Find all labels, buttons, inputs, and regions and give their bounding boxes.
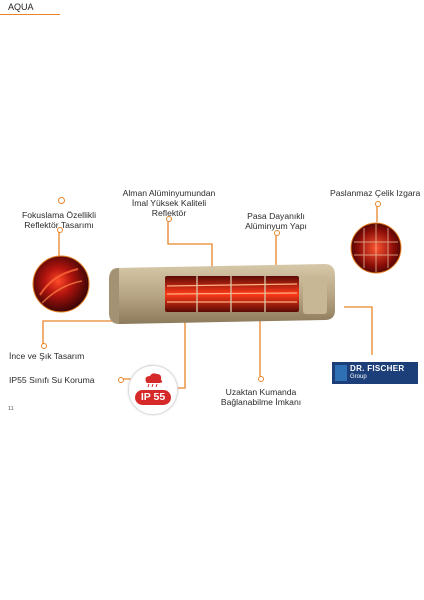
callout-aluminum: Alman Alüminyumundan İmal Yüksek Kalitel… [122, 188, 216, 218]
callout-focus-dot [57, 227, 63, 233]
callout-steel-dot [375, 201, 381, 207]
brand-sub: Group [350, 374, 367, 380]
brand-logo: DR. FISCHER Group [332, 362, 418, 384]
callout-rustproof-dot [274, 230, 280, 236]
callout-ip-dot [118, 377, 124, 383]
ip55-badge: IP 55 [128, 365, 178, 415]
brand-name: DR. FISCHER [350, 364, 405, 373]
callout-aluminum-dot [166, 216, 172, 222]
callout-focus: Fokuslama Özellikli Reflektör Tasarımı [21, 210, 97, 230]
brand-mark-icon [335, 365, 347, 381]
callout-ip: IP55 Sınıfı Su Koruma [9, 375, 95, 385]
steel-grid-closeup-image [350, 222, 402, 274]
page-number: 11 [8, 406, 14, 412]
reflector-closeup-image [32, 255, 90, 313]
callout-remote-dot [258, 376, 264, 382]
heater-image [109, 264, 335, 324]
product-name-dot [58, 197, 65, 204]
callout-rustproof: Pasa Dayanıklı Alüminyum Yapı [245, 211, 307, 231]
ip55-badge-text: IP 55 [135, 390, 171, 405]
callout-slim: İnce ve Şık Tasarım [9, 351, 85, 361]
rain-cloud-icon [145, 373, 163, 388]
product-name: AQUA [0, 0, 60, 15]
callout-steel: Paslanmaz Çelik Izgara [330, 188, 421, 198]
callout-slim-dot [41, 343, 47, 349]
callout-remote: Uzaktan Kumanda Bağlanabilme İmkanı [220, 387, 302, 407]
